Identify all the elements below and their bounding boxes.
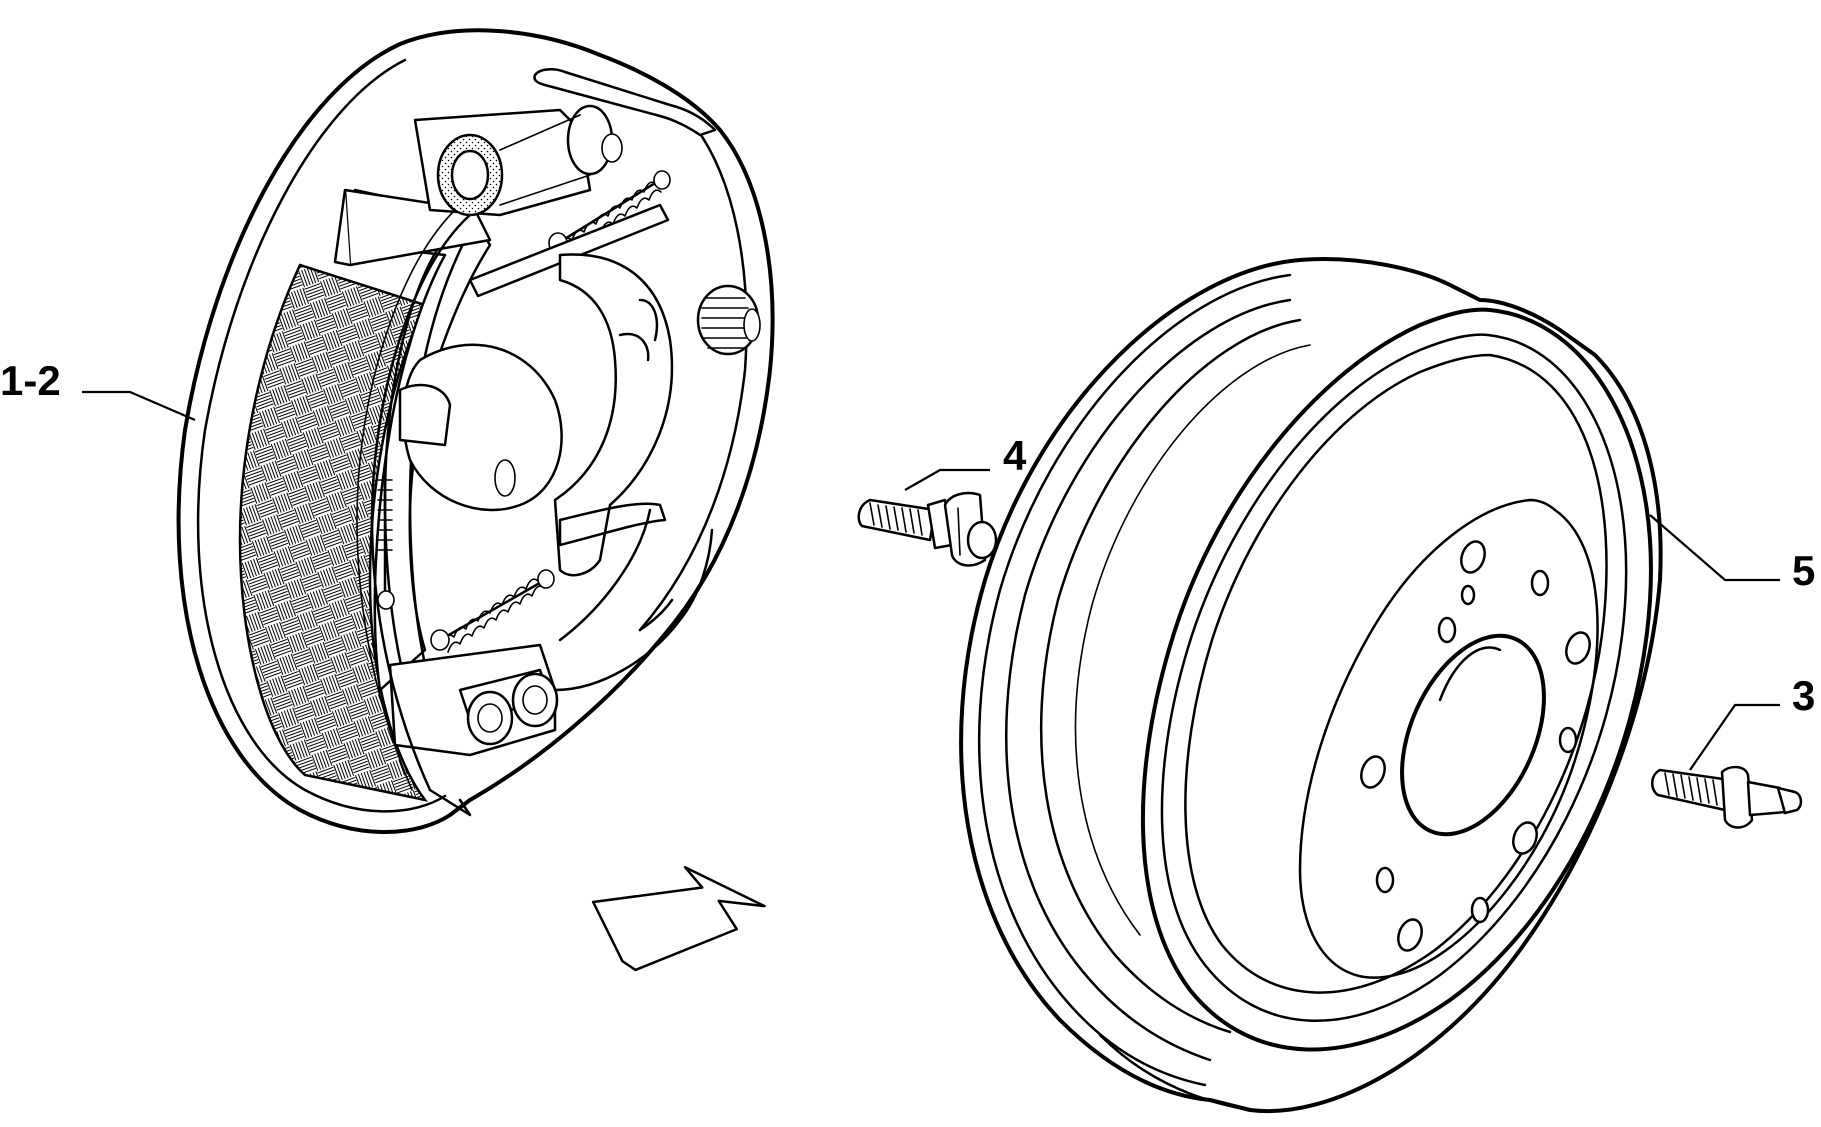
top-bracket	[533, 68, 717, 137]
lower-return-spring	[430, 569, 555, 653]
hold-down-spring	[696, 284, 761, 356]
leader-line-1-2	[82, 390, 196, 422]
direction-arrow	[591, 865, 766, 972]
brake-shoe-assembly-drawing	[176, 28, 775, 834]
parking-lever	[553, 253, 674, 577]
leader-line-3	[1689, 703, 1780, 771]
wheel-stud-collar	[1720, 765, 1754, 829]
leader-line-4	[904, 468, 990, 491]
wheel-cylinder	[413, 104, 623, 217]
callout-label-3: 3	[1792, 672, 1815, 719]
callout-label-4: 4	[1003, 432, 1027, 479]
adjuster-strut	[468, 203, 670, 298]
side-spring	[377, 468, 395, 610]
brake-lining	[238, 263, 428, 802]
wheel-stud-drawing	[1651, 765, 1803, 829]
wheel-stud-tip	[1776, 786, 1803, 815]
callout-label-1-2: 1-2	[0, 357, 61, 404]
wheel-bolt-drawing	[857, 491, 998, 567]
leader-line-5	[1649, 514, 1780, 582]
drum-hub-recess	[1298, 498, 1599, 979]
drum-center-bore	[1400, 633, 1546, 837]
adjuster-wire	[558, 502, 667, 547]
lower-anchor-block	[388, 643, 559, 757]
callout-label-5: 5	[1792, 547, 1815, 594]
drum-bolt-holes	[1360, 540, 1591, 952]
brake-drum-drawing	[959, 257, 1663, 1114]
backing-plate-inner-rim	[196, 58, 447, 813]
